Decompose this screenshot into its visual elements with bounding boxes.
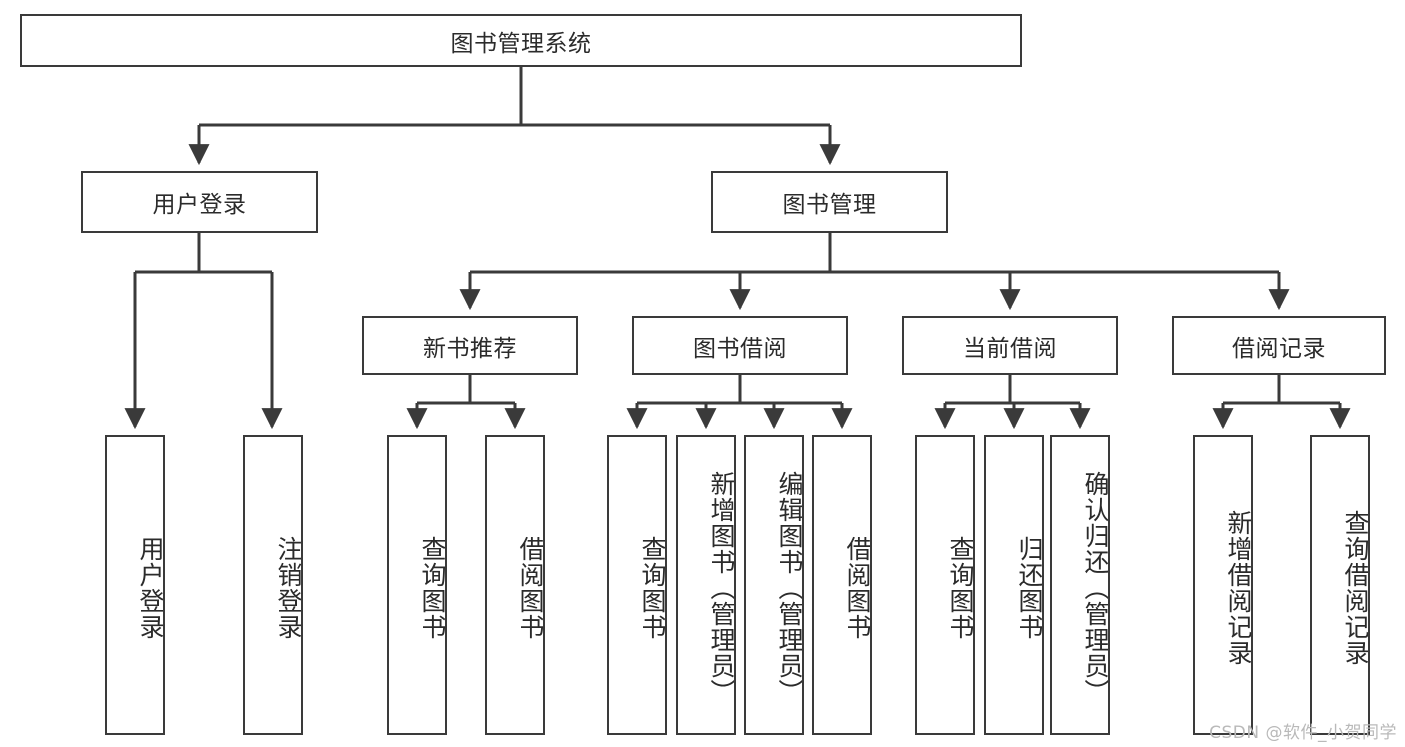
node-leaf-edit-book-admin-label: 编辑图书（管理员） xyxy=(775,471,804,705)
node-borrow-record-label: 借阅记录 xyxy=(1232,335,1326,362)
node-leaf-borrow-book-1[interactable]: 借阅图书 xyxy=(485,435,545,735)
node-book-borrow-label: 图书借阅 xyxy=(693,335,787,362)
node-user-login[interactable]: 用户登录 xyxy=(81,171,318,233)
node-new-book-recommend-label: 新书推荐 xyxy=(423,335,517,362)
node-leaf-query-borrow-record-label: 查询借阅记录 xyxy=(1341,510,1370,666)
node-user-login-label: 用户登录 xyxy=(152,192,247,218)
node-leaf-user-login-label: 用户登录 xyxy=(136,536,165,640)
node-borrow-record[interactable]: 借阅记录 xyxy=(1172,316,1386,375)
node-leaf-query-book-1[interactable]: 查询图书 xyxy=(387,435,447,735)
node-root-label: 图书管理系统 xyxy=(450,30,592,57)
node-leaf-edit-book-admin[interactable]: 编辑图书（管理员） xyxy=(744,435,804,735)
node-leaf-query-book-3-label: 查询图书 xyxy=(946,536,975,640)
node-leaf-query-book-3[interactable]: 查询图书 xyxy=(915,435,975,735)
watermark-text: CSDN @软件_小贺同学 xyxy=(1209,723,1397,743)
node-leaf-confirm-return-admin[interactable]: 确认归还（管理员） xyxy=(1050,435,1110,735)
node-leaf-query-book-2-label: 查询图书 xyxy=(638,536,667,640)
node-leaf-borrow-book-2-label: 借阅图书 xyxy=(843,536,872,640)
node-leaf-user-login[interactable]: 用户登录 xyxy=(105,435,165,735)
node-book-borrow[interactable]: 图书借阅 xyxy=(632,316,848,375)
node-current-borrow[interactable]: 当前借阅 xyxy=(902,316,1118,375)
node-leaf-query-book-1-label: 查询图书 xyxy=(418,536,447,640)
node-leaf-borrow-book-2[interactable]: 借阅图书 xyxy=(812,435,872,735)
node-leaf-confirm-return-admin-label: 确认归还（管理员） xyxy=(1081,471,1110,705)
node-book-manage[interactable]: 图书管理 xyxy=(711,171,948,233)
node-leaf-add-borrow-record-label: 新增借阅记录 xyxy=(1224,510,1253,666)
node-leaf-add-book-admin[interactable]: 新增图书（管理员） xyxy=(676,435,736,735)
node-leaf-query-book-2[interactable]: 查询图书 xyxy=(607,435,667,735)
node-leaf-return-book-label: 归还图书 xyxy=(1015,536,1044,640)
node-leaf-borrow-book-1-label: 借阅图书 xyxy=(516,536,545,640)
node-book-manage-label: 图书管理 xyxy=(782,192,877,218)
node-leaf-query-borrow-record[interactable]: 查询借阅记录 xyxy=(1310,435,1370,735)
node-leaf-logout[interactable]: 注销登录 xyxy=(243,435,303,735)
node-new-book-recommend[interactable]: 新书推荐 xyxy=(362,316,578,375)
node-current-borrow-label: 当前借阅 xyxy=(963,335,1057,362)
node-leaf-add-book-admin-label: 新增图书（管理员） xyxy=(707,471,736,705)
node-leaf-add-borrow-record[interactable]: 新增借阅记录 xyxy=(1193,435,1253,735)
node-root[interactable]: 图书管理系统 xyxy=(20,14,1022,67)
node-leaf-return-book[interactable]: 归还图书 xyxy=(984,435,1044,735)
node-leaf-logout-label: 注销登录 xyxy=(274,536,303,640)
